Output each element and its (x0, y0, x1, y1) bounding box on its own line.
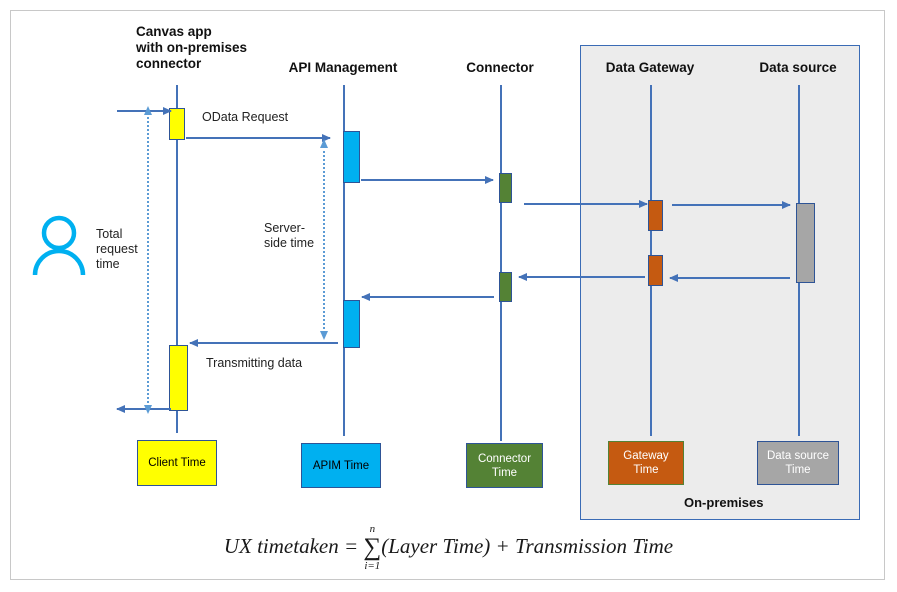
summation-symbol: n∑i=1 (363, 523, 382, 572)
measure-server-side-time (319, 139, 328, 340)
legend-apim-time: APIM Time (301, 443, 381, 488)
arrow-gateway-to-datasource (672, 200, 791, 209)
participant-header-client: Canvas app with on-premises connector (136, 24, 248, 71)
formula-body: (Layer Time) + Transmission Time (381, 534, 674, 558)
summation-upper-limit: n (369, 523, 376, 535)
arrow-datasource-to-gateway (669, 273, 790, 282)
arrow-apim-to-connector (361, 175, 494, 184)
legend-connector-time: Connector Time (466, 443, 543, 488)
formula-lead: UX timetaken = (223, 534, 364, 558)
lifeline-client (176, 85, 178, 433)
annotation-total-request-time: Total request time (96, 227, 138, 271)
lifeline-apim (343, 85, 345, 436)
arrow-gateway-to-connector (518, 272, 645, 281)
arrow-connector-to-gateway (524, 199, 648, 208)
summation-lower-limit: i=1 (364, 560, 381, 572)
participant-header-gateway: Data Gateway (605, 60, 695, 75)
activation-apim-response (343, 300, 360, 348)
activation-connector-request (499, 173, 512, 203)
annotation-server-side-time: Server- side time (264, 221, 315, 250)
participant-header-connector: Connector (466, 60, 534, 75)
formula: UX timetaken = n∑i=1(Layer Time) + Trans… (0, 523, 897, 572)
legend-client-time: Client Time (137, 440, 217, 486)
outer-frame (10, 10, 885, 580)
message-label-odata-request: OData Request (202, 110, 289, 124)
legend-datasource-time: Data source Time (757, 441, 839, 485)
activation-gateway-request (648, 200, 663, 231)
arrow-client-to-apim (186, 133, 331, 142)
activation-gateway-response (648, 255, 663, 286)
message-label-transmitting-data: Transmitting data (206, 356, 303, 370)
participant-header-apim: API Management (288, 60, 398, 75)
user-actor-icon (32, 215, 86, 276)
arrow-apim-to-client (189, 338, 338, 347)
activation-datasource (796, 203, 815, 283)
measure-total-request-time (143, 106, 152, 414)
sigma-glyph: ∑ (363, 534, 382, 561)
activation-client-request (169, 108, 185, 140)
activation-apim-request (343, 131, 360, 183)
participant-header-datasource: Data source (759, 60, 837, 75)
lifeline-connector (500, 85, 502, 441)
arrow-connector-to-apim (361, 292, 494, 301)
legend-gateway-time: Gateway Time (608, 441, 684, 485)
activation-connector-response (499, 272, 512, 302)
activation-client-response (169, 345, 188, 411)
onpremises-label: On-premises (684, 495, 764, 510)
